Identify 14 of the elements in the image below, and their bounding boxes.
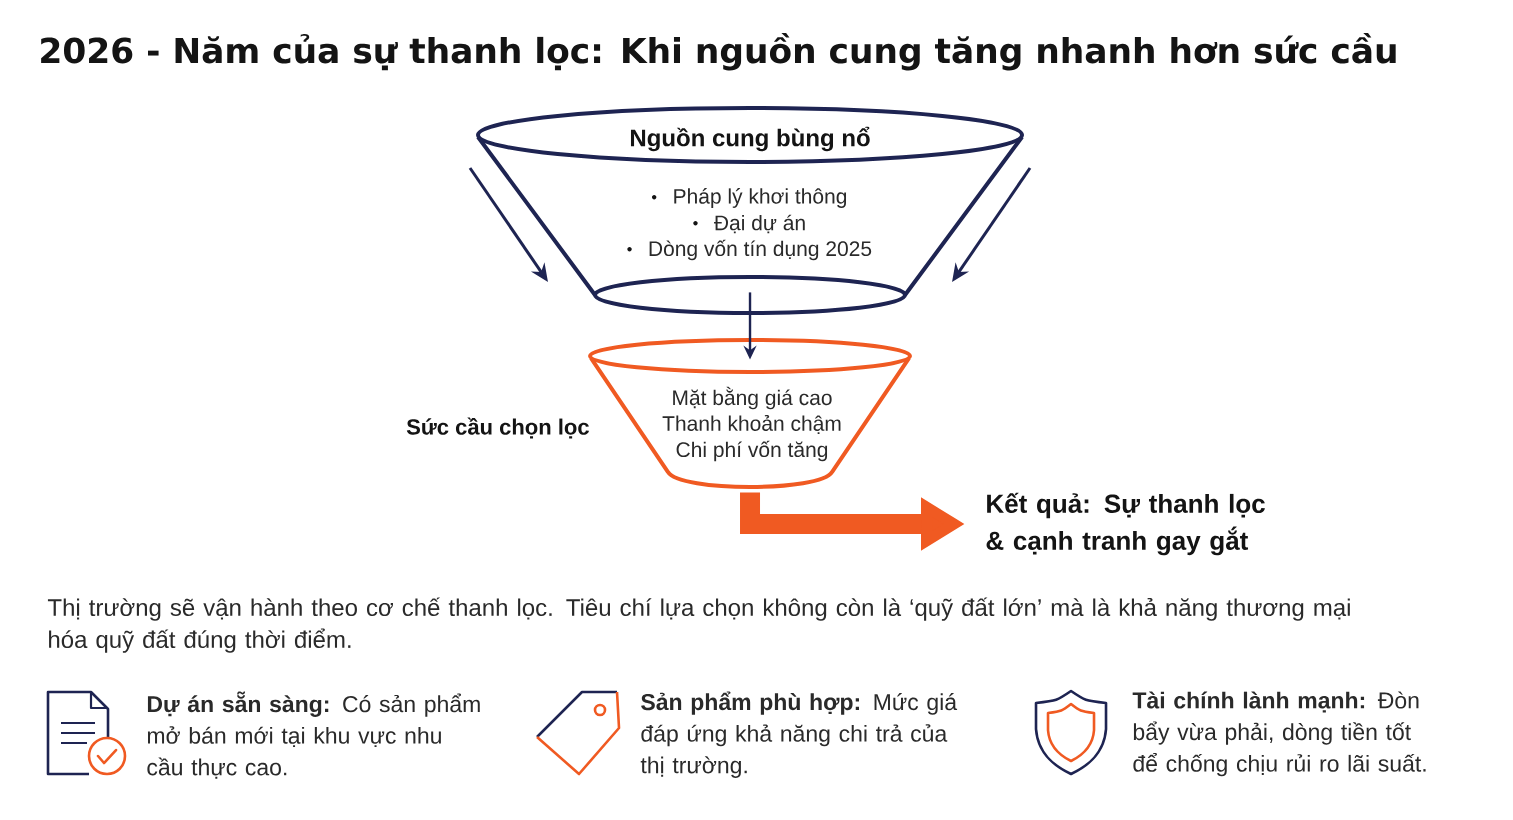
bullet-item: Dòng vốn tín dụng 2025 — [649, 239, 872, 261]
feature-text: Sản phẩm phù hợp: Mức giá đáp ứng khả năng chi trả của thị trường. — [640, 691, 958, 778]
funnel-label: Sức cầu chọn lọc — [406, 417, 589, 439]
title: 2026 - Năm của sự thanh lọc: Khi nguồn cung tăng nhanh hơn sức cầu — [41, 32, 1396, 71]
feature-text: Tài chính lành mạnh: Đòn bẩy vừa phải, dòng tiền tốt để chống chịu rủi ro lãi suất. — [1132, 691, 1426, 777]
funnel-text: Mặt bằng giá cao — [673, 386, 832, 410]
feature-text: Dự án sẵn sàng: Có sản phẩm mở bán mới tại khu vực nhu cầu thực cao. — [147, 691, 480, 779]
result-text: Kết quả: Sự thanh lọc & cạnh tranh gay gắt — [986, 492, 1265, 556]
funnel-text: Thanh khoản chậm — [662, 415, 841, 434]
paragraph: Thị trường sẽ vận hành theo cơ chế thanh lọc. Tiêu chí lựa chọn không còn là ‘quỹ đất lớn’ mà là khả năng thương mại hóa quỹ đất đúng thời điểm. — [47, 597, 1350, 653]
bullet-item: Đại dự án — [714, 214, 805, 234]
bullet-item: Pháp lý khơi thông — [674, 188, 847, 208]
funnel-heading: Nguồn cung bùng nổ — [631, 126, 870, 152]
funnel-text: Chi phí vốn tăng — [676, 440, 828, 462]
